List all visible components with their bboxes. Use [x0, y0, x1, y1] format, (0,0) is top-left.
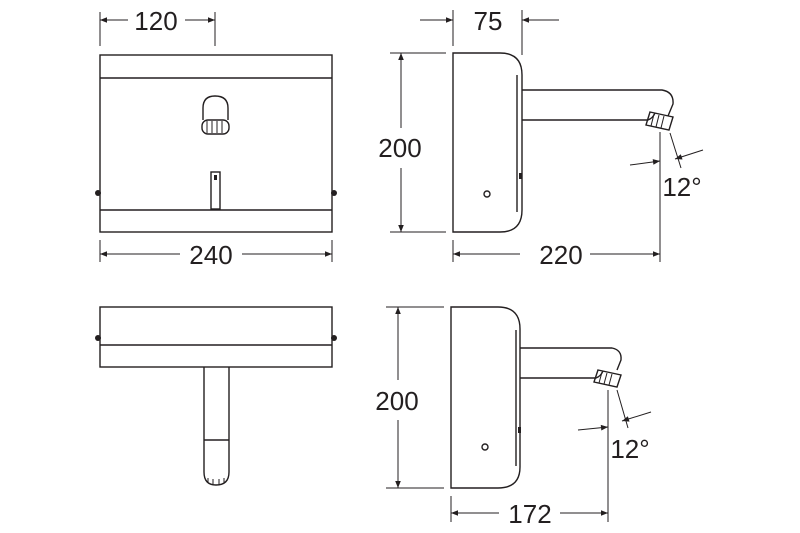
side-view-short: 200 172 12°	[375, 306, 652, 529]
side-aerator	[645, 111, 674, 131]
dim-angle-bottom: 12°	[577, 389, 652, 464]
dim-front-width: 240	[99, 240, 333, 270]
dim-label-75: 75	[474, 6, 503, 36]
dim-front-half-width: 120	[99, 6, 216, 46]
dim-label-172: 172	[508, 499, 551, 529]
front-spout-outlet	[201, 95, 230, 135]
side-spout	[522, 89, 674, 131]
dim-angle-top: 12°	[629, 132, 704, 202]
side-short-body-outline	[450, 306, 521, 489]
dim-label-240: 240	[189, 240, 232, 270]
top-view	[95, 306, 337, 486]
side-short-screw	[481, 443, 489, 451]
dim-side-height-top: 200	[378, 52, 446, 233]
front-view: 120 240	[95, 6, 337, 270]
side-body-outline	[452, 52, 523, 233]
dim-side-projection-long: 220	[452, 132, 661, 270]
dim-label-200-top: 200	[378, 133, 421, 163]
front-left-screw	[95, 190, 101, 196]
dim-label-200-bottom: 200	[375, 386, 418, 416]
dim-side-projection-short: 172	[450, 390, 609, 529]
top-body-outline	[99, 306, 333, 368]
side-notch	[519, 173, 522, 179]
side-short-spout	[520, 347, 622, 388]
dim-side-depth: 75	[420, 6, 559, 55]
top-spout	[203, 367, 230, 486]
top-left-screw	[95, 335, 101, 341]
front-body-outline	[99, 54, 333, 233]
dim-label-220: 220	[539, 240, 582, 270]
side-short-notch	[518, 427, 521, 433]
front-sensor-window	[210, 171, 221, 210]
dim-side-height-bottom: 200	[375, 306, 444, 489]
side-short-aerator	[593, 369, 622, 388]
side-view-long: 75 200 220 12°	[378, 6, 704, 270]
side-screw	[483, 190, 491, 198]
dim-label-120: 120	[134, 6, 177, 36]
front-right-screw	[331, 190, 337, 196]
dim-label-angle-bottom: 12°	[610, 434, 649, 464]
top-right-screw	[331, 335, 337, 341]
dim-label-angle-top: 12°	[662, 172, 701, 202]
